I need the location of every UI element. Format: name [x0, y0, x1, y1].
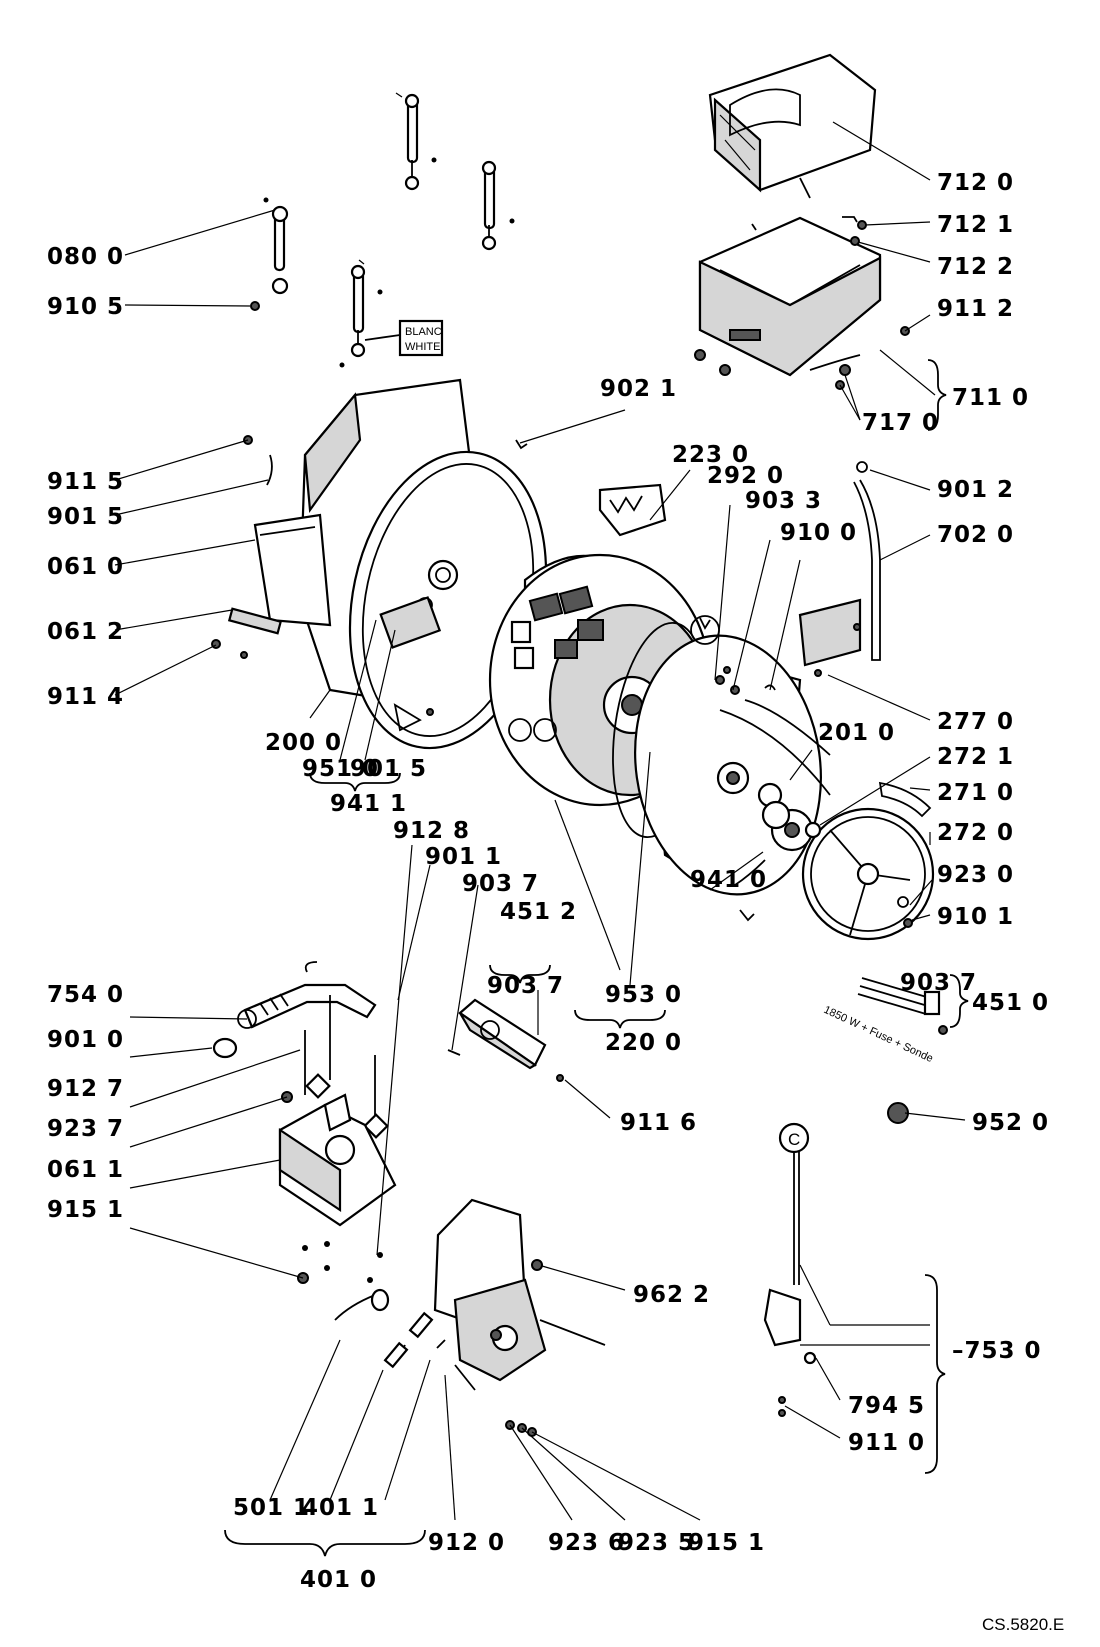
shock-absorbers	[250, 92, 515, 368]
part-label-2230: 223 0	[672, 442, 749, 468]
part-label-7530: –753 0	[952, 1338, 1042, 1364]
part-label-9015b: 901 5	[350, 756, 427, 782]
circle-c-label: C	[788, 1130, 800, 1149]
part-label-9037c: 903 7	[900, 970, 977, 996]
part-label-9236: 923 6	[548, 1530, 625, 1556]
part-label-9530: 953 0	[605, 982, 682, 1008]
part-label-7122: 712 2	[937, 254, 1014, 280]
part-label-7945: 794 5	[848, 1393, 925, 1419]
pump-base	[278, 995, 397, 1284]
heater-spec-label: 1850 W + Fuse + Sonde	[822, 1004, 935, 1065]
part-label-2770: 277 0	[937, 709, 1014, 735]
dispenser-tray	[698, 216, 882, 377]
part-label-9105: 910 5	[47, 294, 124, 320]
hoses-right	[798, 461, 881, 677]
part-label-7540: 754 0	[47, 982, 124, 1008]
part-label-2721: 272 1	[937, 744, 1014, 770]
part-label-2200: 220 0	[605, 1030, 682, 1056]
part-label-9101: 910 1	[937, 904, 1014, 930]
part-label-2720: 272 0	[937, 820, 1014, 846]
part-label-9520: 952 0	[972, 1110, 1049, 1136]
part-label-0612: 061 2	[47, 619, 124, 645]
part-label-9151a: 915 1	[47, 1197, 124, 1223]
dispenser-drawer	[708, 53, 877, 193]
part-label-9114: 911 4	[47, 684, 124, 710]
part-label-9011: 901 1	[425, 844, 502, 870]
part-label-9116: 911 6	[620, 1110, 697, 1136]
part-label-7121: 712 1	[937, 212, 1014, 238]
part-label-9120: 912 0	[428, 1530, 505, 1556]
motor	[334, 1198, 606, 1437]
pump-filter	[447, 998, 564, 1082]
part-label-9410: 941 0	[690, 867, 767, 893]
leader-lines	[114, 121, 966, 1521]
pressure-switch	[763, 1122, 817, 1417]
part-label-9100: 910 0	[780, 520, 857, 546]
part-label-4011: 401 1	[302, 1495, 379, 1521]
part-label-9127: 912 7	[47, 1076, 124, 1102]
part-label-0610: 061 0	[47, 554, 124, 580]
part-label-0611: 061 1	[47, 1157, 124, 1183]
part-label-9151b: 915 1	[688, 1530, 765, 1556]
part-label-9037a: 903 7	[462, 871, 539, 897]
part-label-9015: 901 5	[47, 504, 124, 530]
part-label-9021: 902 1	[600, 376, 677, 402]
heater-element-holder	[598, 483, 667, 537]
part-label-2710: 271 0	[937, 780, 1014, 806]
part-label-2010: 201 0	[818, 720, 895, 746]
part-label-9128: 912 8	[393, 818, 470, 844]
blanc-label: BLANC	[405, 326, 442, 338]
part-label-7110: 711 0	[952, 385, 1029, 411]
part-label-0800: 080 0	[47, 244, 124, 270]
part-label-9411: 941 1	[330, 791, 407, 817]
part-labels: 712 0 712 1 712 2 911 2 711 0 717 0 080 …	[47, 170, 1049, 1593]
part-label-9622: 962 2	[633, 1282, 710, 1308]
part-label-9010: 901 0	[47, 1027, 124, 1053]
part-label-9110: 911 0	[848, 1430, 925, 1456]
heater-element	[857, 977, 948, 1124]
part-label-9235: 923 5	[618, 1530, 695, 1556]
part-label-9012: 901 2	[937, 477, 1014, 503]
part-label-2000: 200 0	[265, 730, 342, 756]
part-label-9037b: 903 7	[487, 973, 564, 999]
part-label-9033: 903 3	[745, 488, 822, 514]
drain-hose	[212, 961, 377, 1059]
part-label-9115: 911 5	[47, 469, 124, 495]
part-label-4010: 401 0	[300, 1567, 377, 1593]
part-label-7020: 702 0	[937, 522, 1014, 548]
white-label: WHITE	[405, 341, 440, 353]
part-label-7170: 717 0	[862, 410, 939, 436]
part-label-2920: 292 0	[707, 463, 784, 489]
part-label-5011: 501 1	[233, 1495, 310, 1521]
part-label-4510: 451 0	[972, 990, 1049, 1016]
part-label-7120: 712 0	[937, 170, 1014, 196]
drawing-reference-code: CS.5820.E	[982, 1615, 1064, 1634]
pulley	[801, 781, 935, 941]
part-label-4512: 451 2	[500, 899, 577, 925]
part-label-9237: 923 7	[47, 1116, 124, 1142]
braces	[224, 359, 969, 1557]
part-label-9112: 911 2	[937, 296, 1014, 322]
part-label-9510: 951 0	[302, 756, 379, 782]
part-label-9230: 923 0	[937, 862, 1014, 888]
